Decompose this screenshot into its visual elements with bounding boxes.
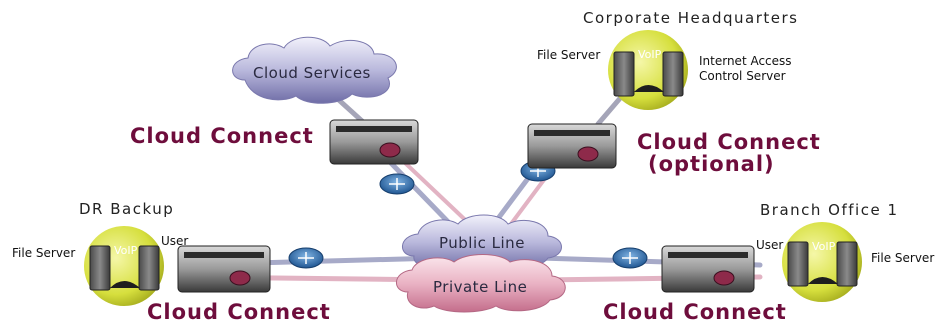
hq-file-server-label: File Server bbox=[537, 48, 601, 62]
hq-internet-access-label: Internet Access bbox=[699, 54, 792, 68]
cloud-connect-optional-label: (optional) bbox=[648, 152, 775, 176]
dr-site-disc bbox=[84, 226, 164, 306]
router-icon-left bbox=[288, 247, 324, 269]
dr-title: DR Backup bbox=[79, 200, 175, 218]
private-line-cloud-shape bbox=[396, 254, 566, 313]
hq-control-server-label: Control Server bbox=[699, 69, 786, 83]
cloud-connect-device-top-right bbox=[527, 123, 617, 169]
branch-user-label: User bbox=[756, 238, 784, 252]
hq-site-disc bbox=[608, 30, 688, 110]
dr-file-server-label: File Server bbox=[12, 246, 76, 260]
cloud-services-shape bbox=[232, 36, 397, 104]
cloud-connect-label-bottom-left: Cloud Connect bbox=[147, 300, 331, 322]
dr-user-label: User bbox=[161, 234, 189, 248]
router-icon-right bbox=[612, 247, 648, 269]
cloud-connect-device-top-left bbox=[329, 119, 419, 165]
branch-site-disc bbox=[782, 222, 862, 302]
branch-voip-label: VoIP bbox=[812, 240, 836, 253]
router-icon-top-left bbox=[379, 173, 415, 195]
cloud-connect-label-top-right: Cloud Connect bbox=[637, 130, 821, 154]
cloud-connect-device-right bbox=[661, 245, 755, 293]
private-line-label: Private Line bbox=[433, 278, 528, 296]
dr-voip-label: VoIP bbox=[114, 244, 138, 257]
hq-title: Corporate Headquarters bbox=[583, 9, 799, 27]
hq-voip-label: VoIP bbox=[638, 48, 662, 61]
branch-title: Branch Office 1 bbox=[760, 201, 899, 219]
cloud-connect-label-top-left: Cloud Connect bbox=[130, 124, 314, 148]
cloud-connect-label-bottom-right: Cloud Connect bbox=[603, 300, 787, 322]
branch-file-server-label: File Server bbox=[871, 251, 935, 265]
cloud-services-label: Cloud Services bbox=[253, 64, 371, 82]
cloud-connect-device-left bbox=[177, 245, 271, 293]
public-line-label: Public Line bbox=[439, 234, 525, 252]
